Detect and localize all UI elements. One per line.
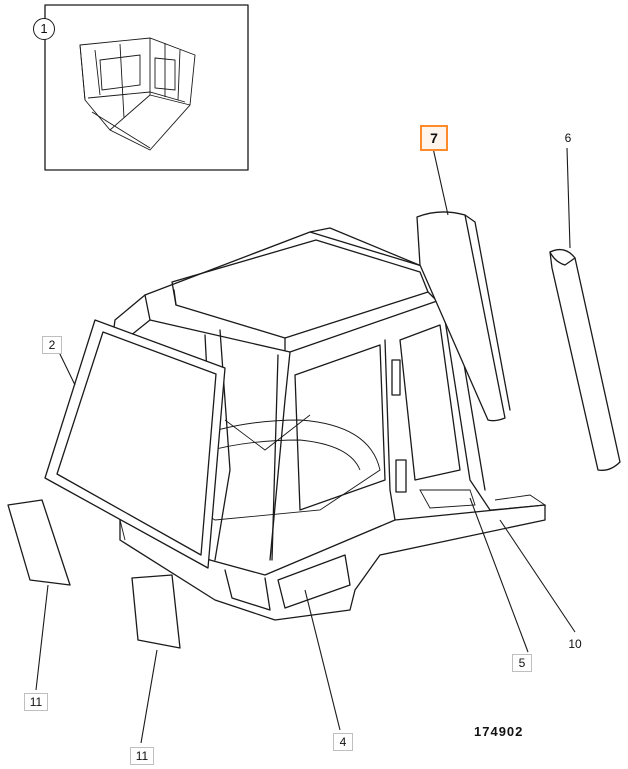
callout-4[interactable]: 4 [333,733,353,751]
small-glass-panels [7,499,181,649]
leader-lines [35,147,576,744]
windscreen-panel [44,319,226,569]
callout-5[interactable]: 5 [512,654,532,672]
callout-11-bottom[interactable]: 11 [130,747,154,765]
rear-quarter-glass [416,211,511,422]
callout-6[interactable]: 6 [564,131,572,145]
callout-10[interactable]: 10 [568,637,582,651]
drawing-number: 174902 [474,724,524,739]
callout-2[interactable]: 2 [42,336,62,354]
inset-overview [44,4,249,171]
callout-7[interactable]: 7 [420,125,448,151]
inset-number-1: 1 [33,18,55,40]
callout-11-left[interactable]: 11 [24,693,48,711]
corner-trim [549,248,621,471]
